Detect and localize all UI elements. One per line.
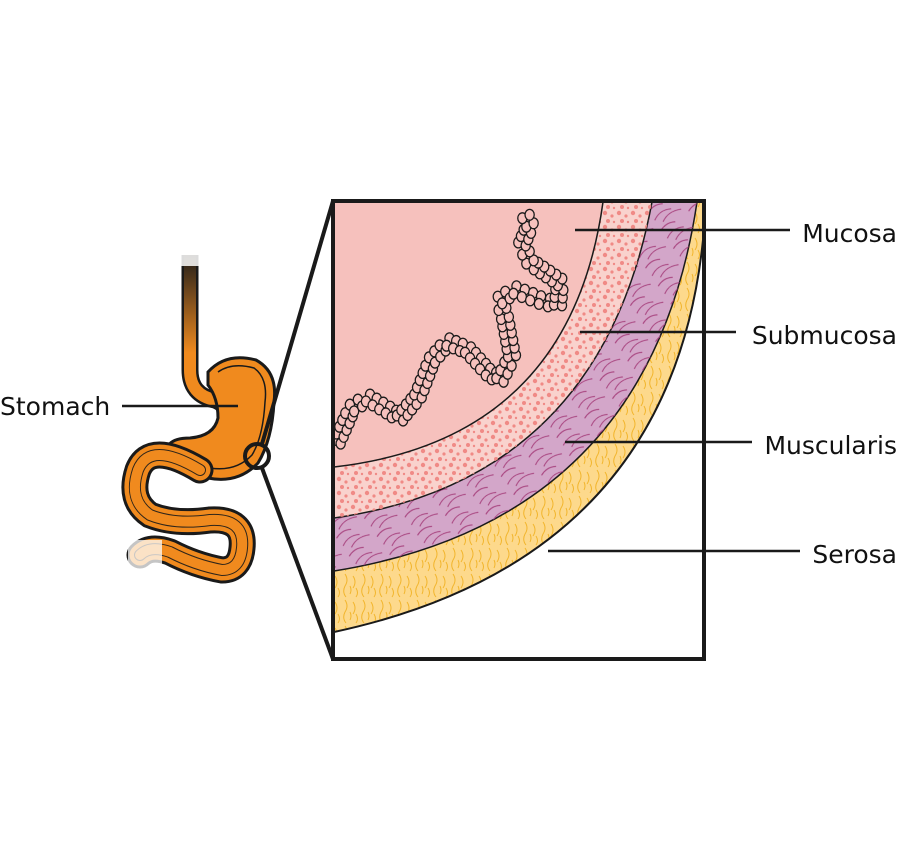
serosa-label: Serosa xyxy=(812,540,897,569)
muscularis-label: Muscularis xyxy=(764,431,897,460)
submucosa-label: Submucosa xyxy=(752,321,897,350)
mucosa-label: Mucosa xyxy=(802,219,897,248)
villus-cell xyxy=(524,294,536,307)
zoom-line-bottom xyxy=(260,467,335,660)
gut-illustration xyxy=(121,200,335,660)
villus-cell xyxy=(533,297,545,310)
zoom-line-top xyxy=(260,200,335,445)
stomach-label: Stomach xyxy=(0,392,110,421)
mucosa-villi xyxy=(334,208,569,450)
cross-section xyxy=(334,202,703,658)
villus-cell xyxy=(348,405,360,418)
magnifier-circle xyxy=(243,442,271,470)
villus-cell xyxy=(524,208,535,221)
zoom-box-frame xyxy=(331,199,706,661)
